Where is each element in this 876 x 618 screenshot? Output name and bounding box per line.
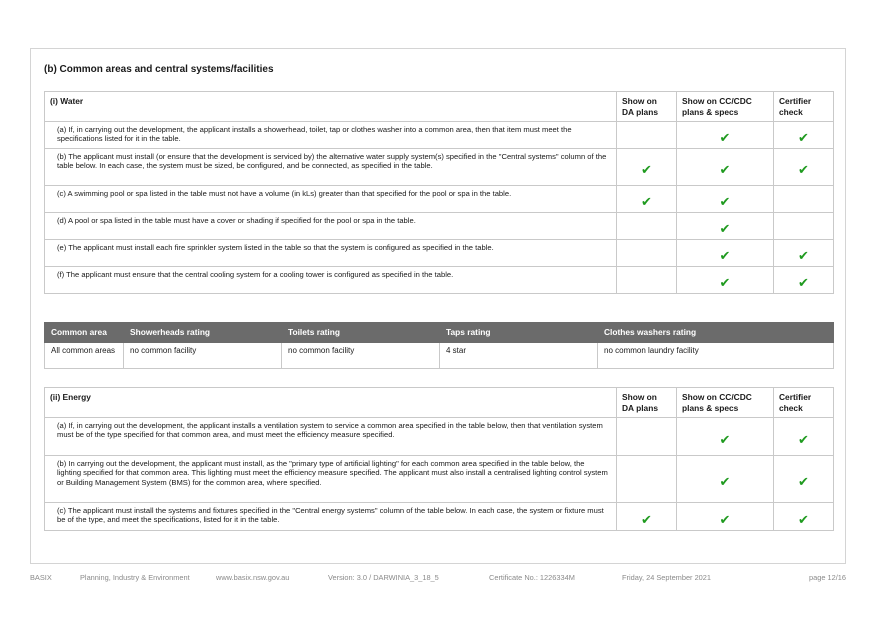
requirement-text: (a) If, in carrying out the development,… <box>44 417 617 456</box>
check-icon: ✔ <box>641 511 652 527</box>
rating-cell: no common laundry facility <box>597 341 834 369</box>
requirement-text: (c) A swimming pool or spa listed in the… <box>44 185 617 213</box>
table-row: All common areas no common facility no c… <box>44 341 834 369</box>
requirement-text: (f) The applicant must ensure that the c… <box>44 266 617 294</box>
footer-page-number: page 12/16 <box>809 573 846 582</box>
table-row: (a) If, in carrying out the development,… <box>44 417 834 456</box>
page-frame <box>30 48 846 564</box>
rating-header-showerheads: Showerheads rating <box>123 322 282 343</box>
check-icon: ✔ <box>719 275 731 291</box>
check-icon: ✔ <box>641 162 652 178</box>
water-title: (i) Water <box>44 91 617 122</box>
check-icon: ✔ <box>798 474 809 490</box>
rating-cell: All common areas <box>44 341 124 369</box>
rating-header-taps: Taps rating <box>439 322 598 343</box>
check-icon: ✔ <box>719 431 731 447</box>
check-icon: ✔ <box>719 248 731 264</box>
requirement-text: (d) A pool or spa listed in the table mu… <box>44 212 617 240</box>
col-cc-header: Show on CC/CDC plans & specs <box>676 387 774 418</box>
check-icon: ✔ <box>719 194 731 210</box>
table-row: (c) The applicant must install the syste… <box>44 502 834 531</box>
rating-cell: no common facility <box>281 341 440 369</box>
check-icon: ✔ <box>719 162 731 178</box>
check-icon: ✔ <box>798 162 809 178</box>
footer-date: Friday, 24 September 2021 <box>622 573 712 582</box>
check-icon: ✔ <box>798 511 809 527</box>
rating-cell: no common facility <box>123 341 282 369</box>
col-cert-header: Certifier check <box>773 387 834 418</box>
footer-basix: BASIX <box>30 573 52 582</box>
check-icon: ✔ <box>719 511 731 527</box>
energy-table: (ii) Energy Show on DA plans Show on CC/… <box>44 387 834 531</box>
table-row: (c) A swimming pool or spa listed in the… <box>44 185 834 213</box>
requirement-text: (b) The applicant must install (or ensur… <box>44 148 617 186</box>
table-row: (e) The applicant must install each fire… <box>44 239 834 267</box>
footer-certificate: Certificate No.: 1226334M <box>489 573 575 582</box>
energy-title: (ii) Energy <box>44 387 617 418</box>
rating-header-toilets: Toilets rating <box>281 322 440 343</box>
check-icon: ✔ <box>798 431 809 447</box>
section-title: (b) Common areas and central systems/fac… <box>44 64 274 75</box>
footer-url: www.basix.nsw.gov.au <box>216 573 290 582</box>
page-footer: BASIX Planning, Industry & Environment w… <box>30 573 846 585</box>
rating-header-common-area: Common area <box>44 322 124 343</box>
table-row: (a) If, in carrying out the development,… <box>44 121 834 149</box>
col-cert-header: Certifier check <box>773 91 834 122</box>
requirement-text: (c) The applicant must install the syste… <box>44 502 617 531</box>
water-table: (i) Water Show on DA plans Show on CC/CD… <box>44 91 834 294</box>
requirement-text: (a) If, in carrying out the development,… <box>44 121 617 149</box>
check-icon: ✔ <box>798 130 809 146</box>
requirement-text: (e) The applicant must install each fire… <box>44 239 617 267</box>
check-icon: ✔ <box>719 474 731 490</box>
table-row: (d) A pool or spa listed in the table mu… <box>44 212 834 240</box>
footer-department: Planning, Industry & Environment <box>80 573 190 582</box>
water-rating-table: Common area Showerheads rating Toilets r… <box>44 322 834 369</box>
requirement-text: (b) In carrying out the development, the… <box>44 455 617 503</box>
table-row: (b) In carrying out the development, the… <box>44 455 834 503</box>
col-da-header: Show on DA plans <box>616 387 677 418</box>
table-row: (f) The applicant must ensure that the c… <box>44 266 834 294</box>
rating-cell: 4 star <box>439 341 598 369</box>
rating-header-clothes-washers: Clothes washers rating <box>597 322 834 343</box>
check-icon: ✔ <box>641 194 652 210</box>
check-icon: ✔ <box>798 248 809 264</box>
check-icon: ✔ <box>719 130 731 146</box>
col-da-header: Show on DA plans <box>616 91 677 122</box>
check-icon: ✔ <box>798 275 809 291</box>
col-cc-header: Show on CC/CDC plans & specs <box>676 91 774 122</box>
footer-version: Version: 3.0 / DARWINIA_3_18_5 <box>328 573 439 582</box>
check-icon: ✔ <box>719 221 731 237</box>
table-row: (b) The applicant must install (or ensur… <box>44 148 834 186</box>
